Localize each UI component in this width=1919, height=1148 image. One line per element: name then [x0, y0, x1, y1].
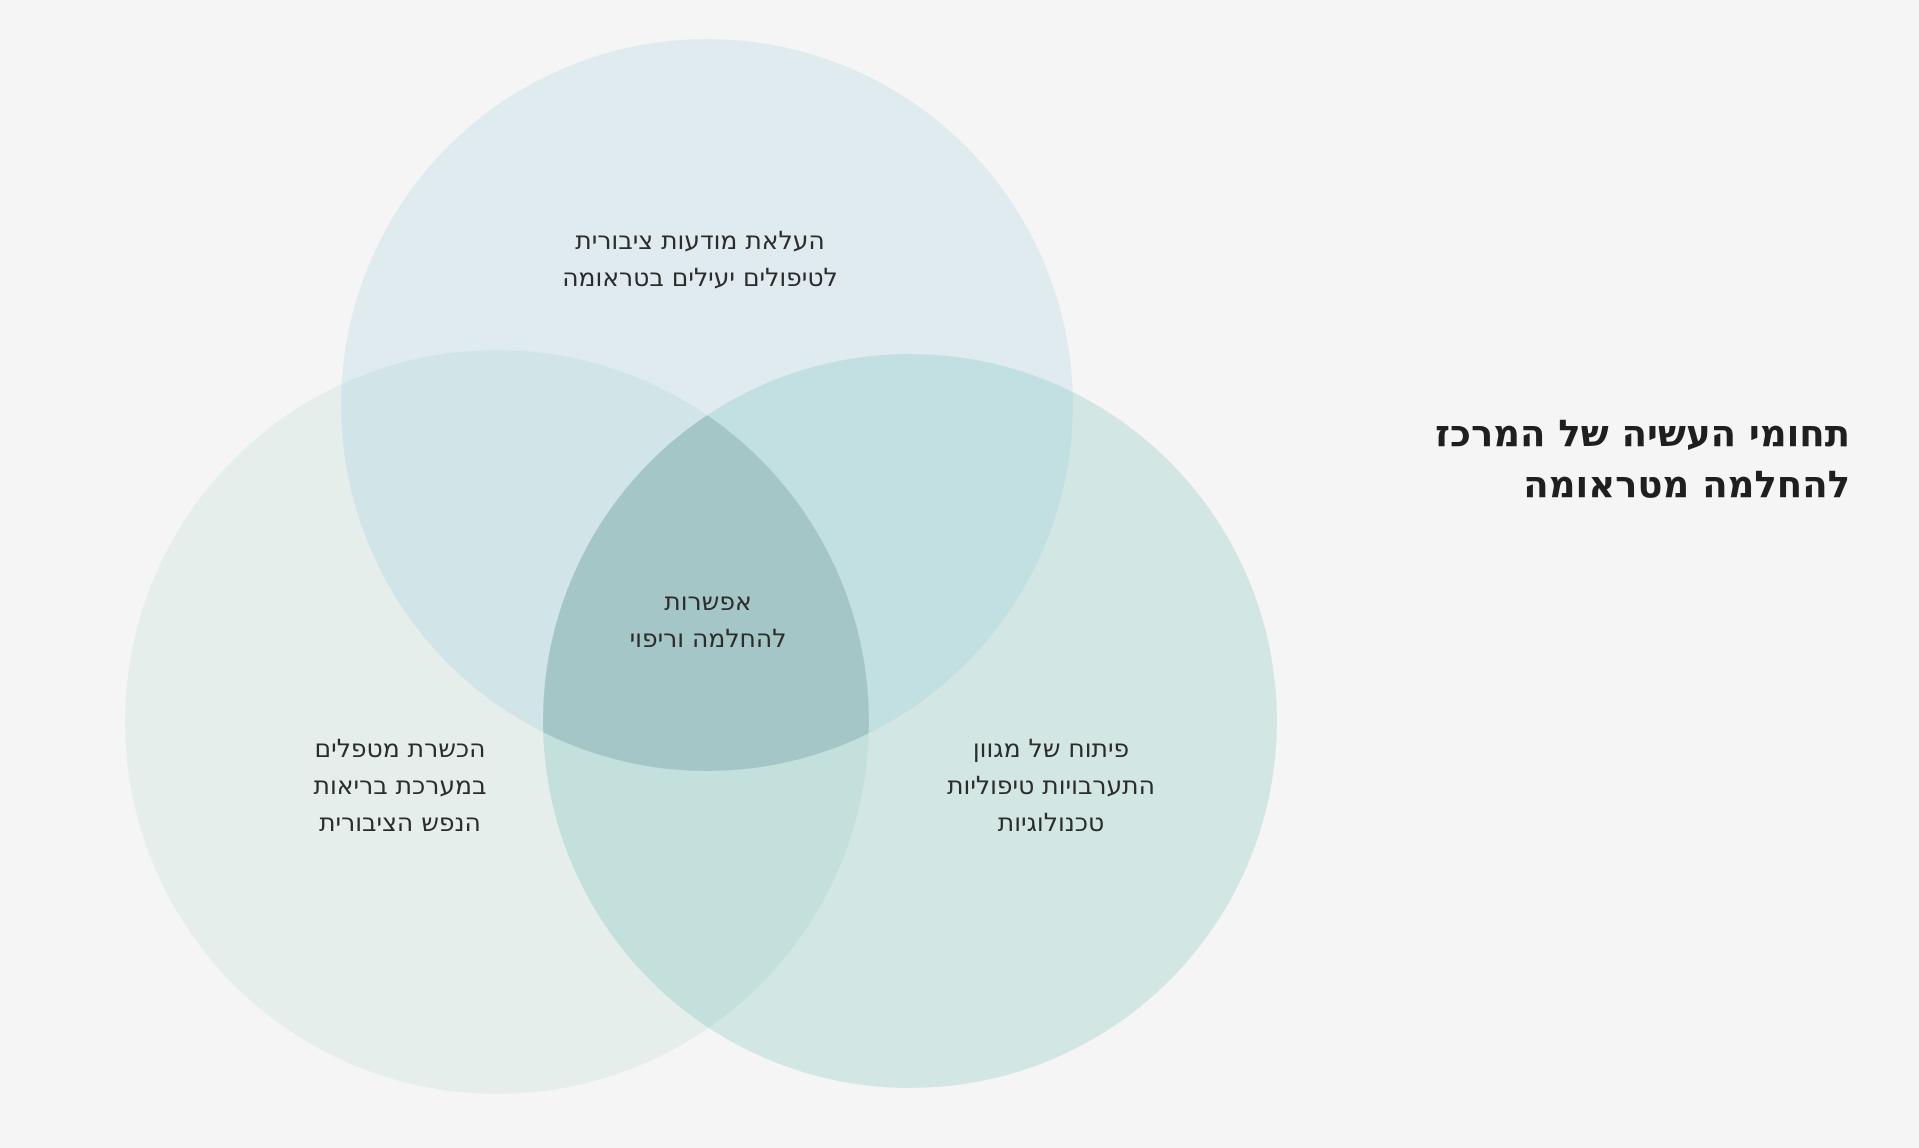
label-public-awareness: העלאת מודעות ציבורית לטיפולים יעילים בטר…	[500, 222, 900, 296]
label-right-line-1: פיתוח של מגוון	[972, 734, 1130, 763]
label-left-line-3: הנפש הציבורית	[319, 808, 481, 837]
label-right-line-3: טכנולוגיות	[997, 808, 1105, 837]
label-right-line-2: התערבויות טיפוליות	[947, 771, 1155, 800]
label-left-line-1: הכשרת מטפלים	[314, 734, 486, 763]
page-title-line-1: תחומי העשיה של המרכז	[1435, 412, 1850, 455]
page-title: תחומי העשיה של המרכז להחלמה מטראומה	[1290, 408, 1850, 510]
label-therapist-training: הכשרת מטפלים במערכת בריאות הנפש הציבורית	[250, 730, 550, 841]
label-center-line-1: אפשרות	[664, 587, 752, 616]
label-left-line-2: במערכת בריאות	[313, 771, 487, 800]
label-center-line-2: להחלמה וריפוי	[629, 624, 787, 653]
page-title-line-2: להחלמה מטראומה	[1523, 463, 1850, 506]
label-top-line-2: לטיפולים יעילים בטראומה	[562, 263, 838, 292]
label-interventions-development: פיתוח של מגוון התערבויות טיפוליות טכנולו…	[901, 730, 1201, 841]
label-top-line-1: העלאת מודעות ציבורית	[575, 226, 825, 255]
label-recovery-possibility: אפשרות להחלמה וריפוי	[558, 583, 858, 657]
